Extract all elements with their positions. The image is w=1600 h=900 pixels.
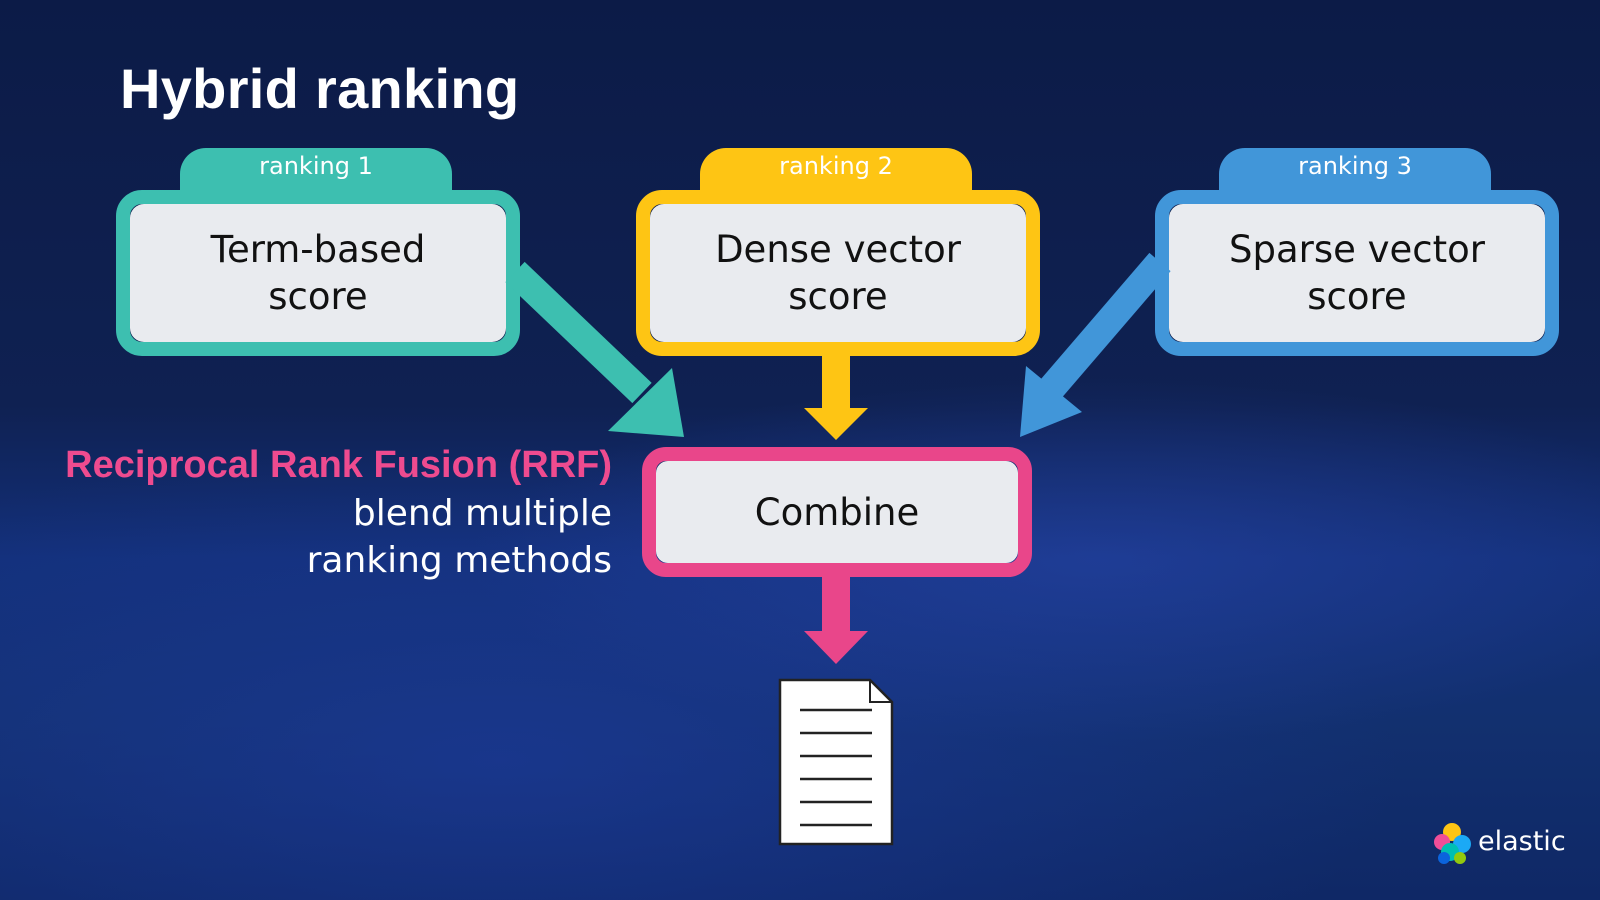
rrf-title: Reciprocal Rank Fusion (RRF) [65,444,612,486]
slide-title: Hybrid ranking [120,57,520,120]
ranking-2-label-line2: score [788,275,888,318]
elastic-logo-text: elastic [1478,826,1566,857]
ranking-3-box: Sparse vector score [1155,190,1559,356]
ranking-2-box: Dense vector score [636,190,1040,356]
term-based-score-card: Term-based score [130,204,506,342]
arrow-ranking-3-to-combine [1020,252,1171,437]
ranking-1-label-line1: Term-based [210,228,426,271]
arrow-ranking-1-to-combine [505,261,684,437]
arrow-ranking-2-to-combine [804,354,868,440]
dense-vector-score-card: Dense vector score [650,204,1026,342]
rrf-description-line1: blend multiple [352,493,612,534]
rrf-description-line2: ranking methods [306,540,612,581]
document-icon [778,678,894,846]
combine-box: Combine [642,447,1032,577]
rrf-description: blend multiple ranking methods [307,490,612,584]
ranking-2-label-line1: Dense vector [715,228,961,271]
ranking-1-box: Term-based score [116,190,520,356]
combine-label: Combine [656,461,1018,563]
sparse-vector-score-card: Sparse vector score [1169,204,1545,342]
elastic-logo-icon [1434,823,1471,864]
arrow-combine-to-output [804,575,868,664]
ranking-3-label-line1: Sparse vector [1228,228,1486,271]
ranking-3-label-line2: score [1307,275,1407,318]
ranking-1-label-line2: score [268,275,368,318]
